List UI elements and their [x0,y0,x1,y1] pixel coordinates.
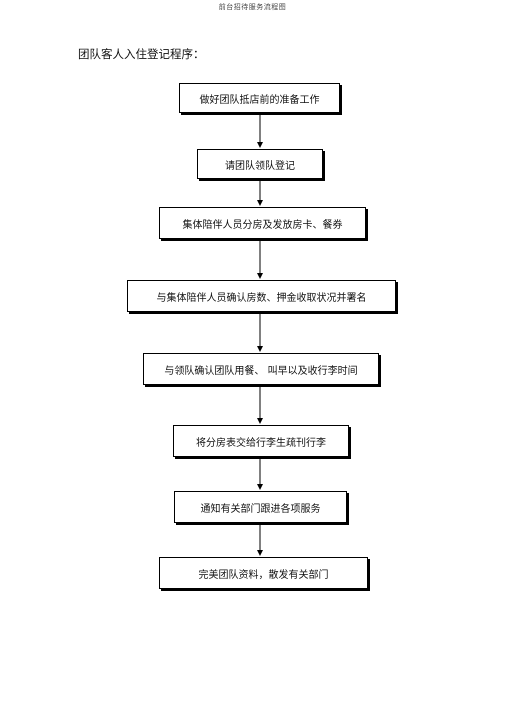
flow-step-8: 完美团队资料，散发有关部门 [159,557,368,589]
flow-step-4: 与集体陪伴人员确认房数、押金收取状况并署名 [127,280,396,312]
flow-step-5: 与领队确认团队用餐、 叫早以及收行李时间 [143,353,379,385]
section-title: 团队客人入住登记程序： [78,47,205,61]
flow-step-2: 请团队领队登记 [197,149,323,179]
flow-step-1: 做好团队抵店前的准备工作 [179,83,340,113]
flow-step-7: 通知有关部门跟进各项服务 [174,491,347,523]
flow-step-3: 集体陪伴人员分房及发放房卡、餐券 [159,207,366,239]
flow-step-6: 将分房表交给行李生疏刊行李 [173,425,349,457]
page-header: 前台招待服务流程图 [218,3,287,11]
